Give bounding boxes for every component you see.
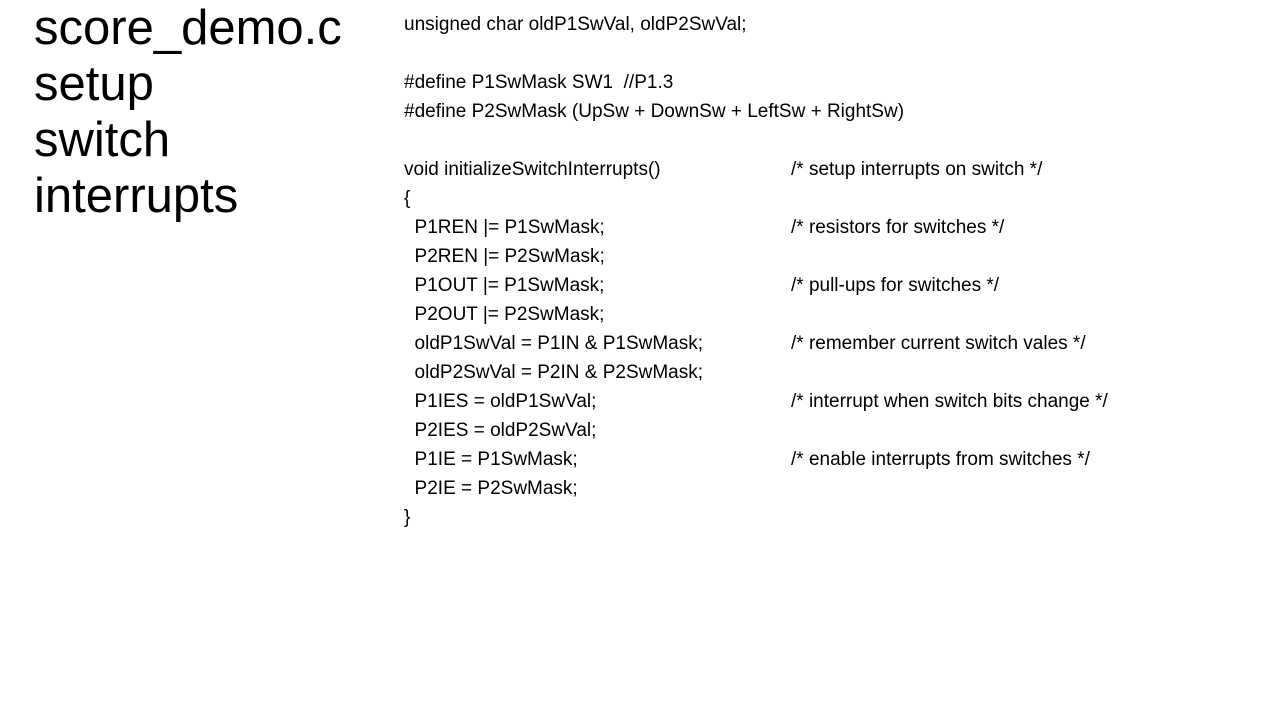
code-line: P1IES = oldP1SwVal; /* interrupt when sw…	[404, 387, 1264, 416]
code-comment: /* enable interrupts from switches */	[791, 449, 1090, 470]
code-comment: /* remember current switch vales */	[791, 333, 1086, 354]
code-text: {	[404, 188, 411, 209]
slide-title: score_demo.c setup switch interrupts	[34, 0, 384, 224]
code-text: oldP1SwVal = P1IN & P1SwMask;	[404, 333, 704, 354]
code-line: P2REN |= P2SwMask;	[404, 242, 1264, 271]
title-line: score_demo.c	[34, 1, 342, 55]
code-line: P2IES = oldP2SwVal;	[404, 416, 1264, 445]
code-comment: /* pull-ups for switches */	[791, 275, 1000, 296]
code-line: {	[404, 184, 1264, 213]
code-text: P2IES = oldP2SwVal;	[404, 420, 597, 441]
title-line: interrupts	[34, 169, 239, 223]
code-text: P2OUT |= P2SwMask;	[404, 304, 605, 325]
code-text: P1IES = oldP1SwVal;	[404, 391, 597, 412]
code-text: unsigned char oldP1SwVal, oldP2SwVal;	[404, 14, 747, 35]
code-line: #define P2SwMask (UpSw + DownSw + LeftSw…	[404, 97, 1264, 126]
code-text: P2REN |= P2SwMask;	[404, 246, 605, 267]
code-text: P1IE = P1SwMask;	[404, 449, 578, 470]
code-text: oldP2SwVal = P2IN & P2SwMask;	[404, 362, 704, 383]
code-line: oldP1SwVal = P1IN & P1SwMask; /* remembe…	[404, 329, 1264, 358]
code-text: #define P2SwMask (UpSw + DownSw + LeftSw…	[404, 101, 905, 122]
code-line	[404, 126, 1264, 155]
code-line: P1IE = P1SwMask; /* enable interrupts fr…	[404, 445, 1264, 474]
code-text: P1OUT |= P1SwMask;	[404, 275, 605, 296]
code-line	[404, 39, 1264, 68]
code-line: #define P1SwMask SW1 //P1.3	[404, 68, 1264, 97]
code-line: P2OUT |= P2SwMask;	[404, 300, 1264, 329]
code-text: P2IE = P2SwMask;	[404, 478, 578, 499]
code-text: }	[404, 507, 411, 528]
code-line: }	[404, 503, 1264, 532]
code-line: unsigned char oldP1SwVal, oldP2SwVal;	[404, 10, 1264, 39]
code-line: P1REN |= P1SwMask; /* resistors for swit…	[404, 213, 1264, 242]
code-comment: /* setup interrupts on switch */	[791, 159, 1043, 180]
code-comment: /* resistors for switches */	[791, 217, 1005, 238]
code-line: void initializeSwitchInterrupts() /* set…	[404, 155, 1264, 184]
title-line: switch	[34, 113, 171, 167]
code-listing: unsigned char oldP1SwVal, oldP2SwVal; #d…	[404, 10, 1264, 532]
code-text: #define P1SwMask SW1 //P1.3	[404, 72, 674, 93]
code-text: void initializeSwitchInterrupts()	[404, 159, 661, 180]
code-line: P1OUT |= P1SwMask; /* pull-ups for switc…	[404, 271, 1264, 300]
code-line: oldP2SwVal = P2IN & P2SwMask;	[404, 358, 1264, 387]
code-line: P2IE = P2SwMask;	[404, 474, 1264, 503]
code-comment: /* interrupt when switch bits change */	[791, 391, 1108, 412]
code-text: P1REN |= P1SwMask;	[404, 217, 605, 238]
title-line: setup	[34, 57, 154, 111]
